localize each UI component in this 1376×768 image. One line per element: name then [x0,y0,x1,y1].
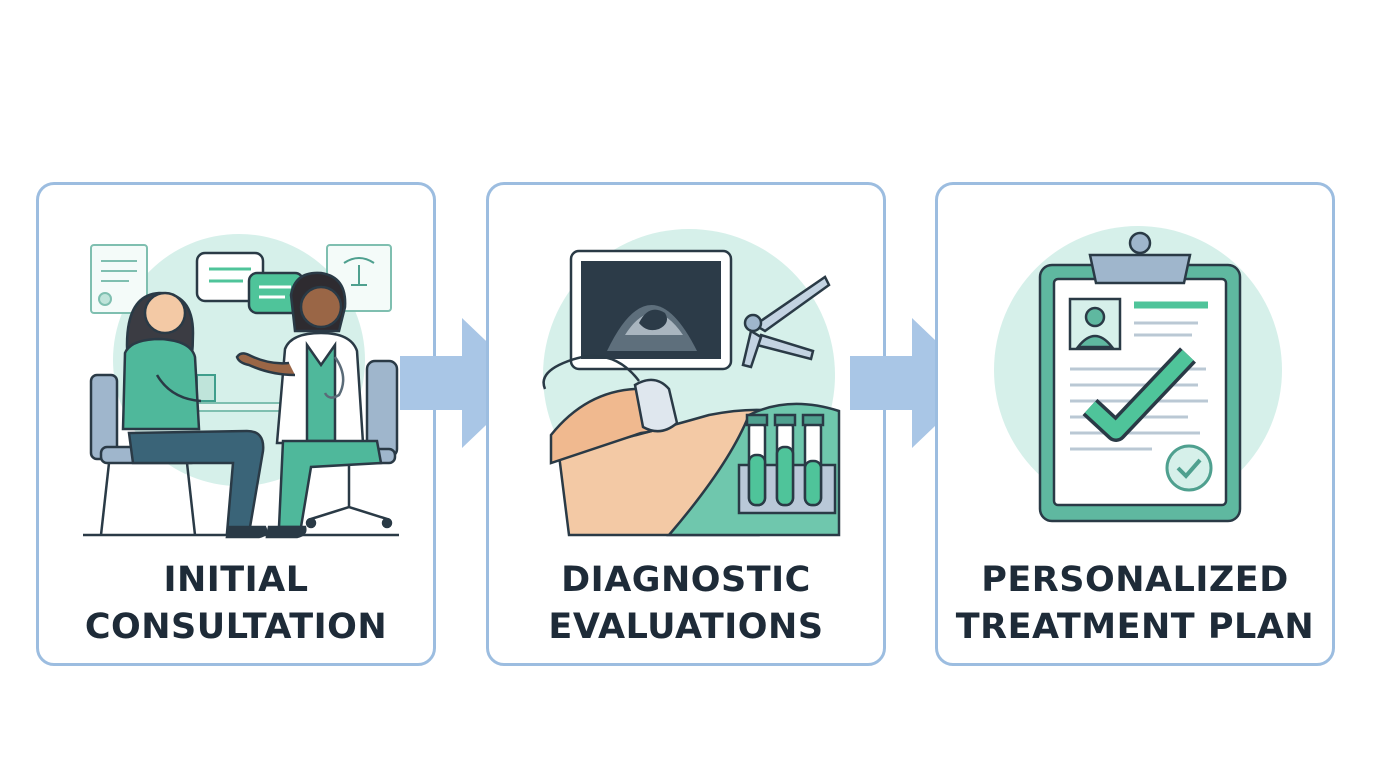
speech-bubble-icon [195,251,305,315]
arrow-right-icon [400,318,530,448]
step-title: DIAGNOSTIC EVALUATIONS [489,557,883,651]
certificate-icon [90,244,148,314]
speculum-icon [741,275,831,369]
step-title: INITIAL CONSULTATION [39,557,433,651]
step-title-line2: CONSULTATION [84,607,388,647]
ultrasound-monitor-icon [569,249,733,371]
step-title-line1: PERSONALIZED [981,560,1289,600]
consultation-illustration [83,234,399,539]
patient-figure [121,291,268,539]
step-card-personalized-treatment-plan: PERSONALIZED TREATMENT PLAN [935,182,1335,666]
treatment-plan-illustration [994,226,1282,523]
step-title-line1: DIAGNOSTIC [561,560,811,600]
step-card-initial-consultation: INITIAL CONSULTATION [36,182,436,666]
step-title-line1: INITIAL [163,560,309,600]
step-title-line2: EVALUATIONS [548,607,824,647]
step-title-line2: TREATMENT PLAN [955,607,1315,647]
diagnostic-illustration [542,229,841,537]
arrow-right-icon [850,318,980,448]
ultrasound-probe-icon [542,354,679,465]
test-tubes-icon [737,413,837,515]
approval-seal-icon [1165,444,1213,492]
step-title: PERSONALIZED TREATMENT PLAN [938,557,1332,651]
step-card-diagnostic-evaluations: DIAGNOSTIC EVALUATIONS [486,182,886,666]
doctor-figure [235,271,383,539]
